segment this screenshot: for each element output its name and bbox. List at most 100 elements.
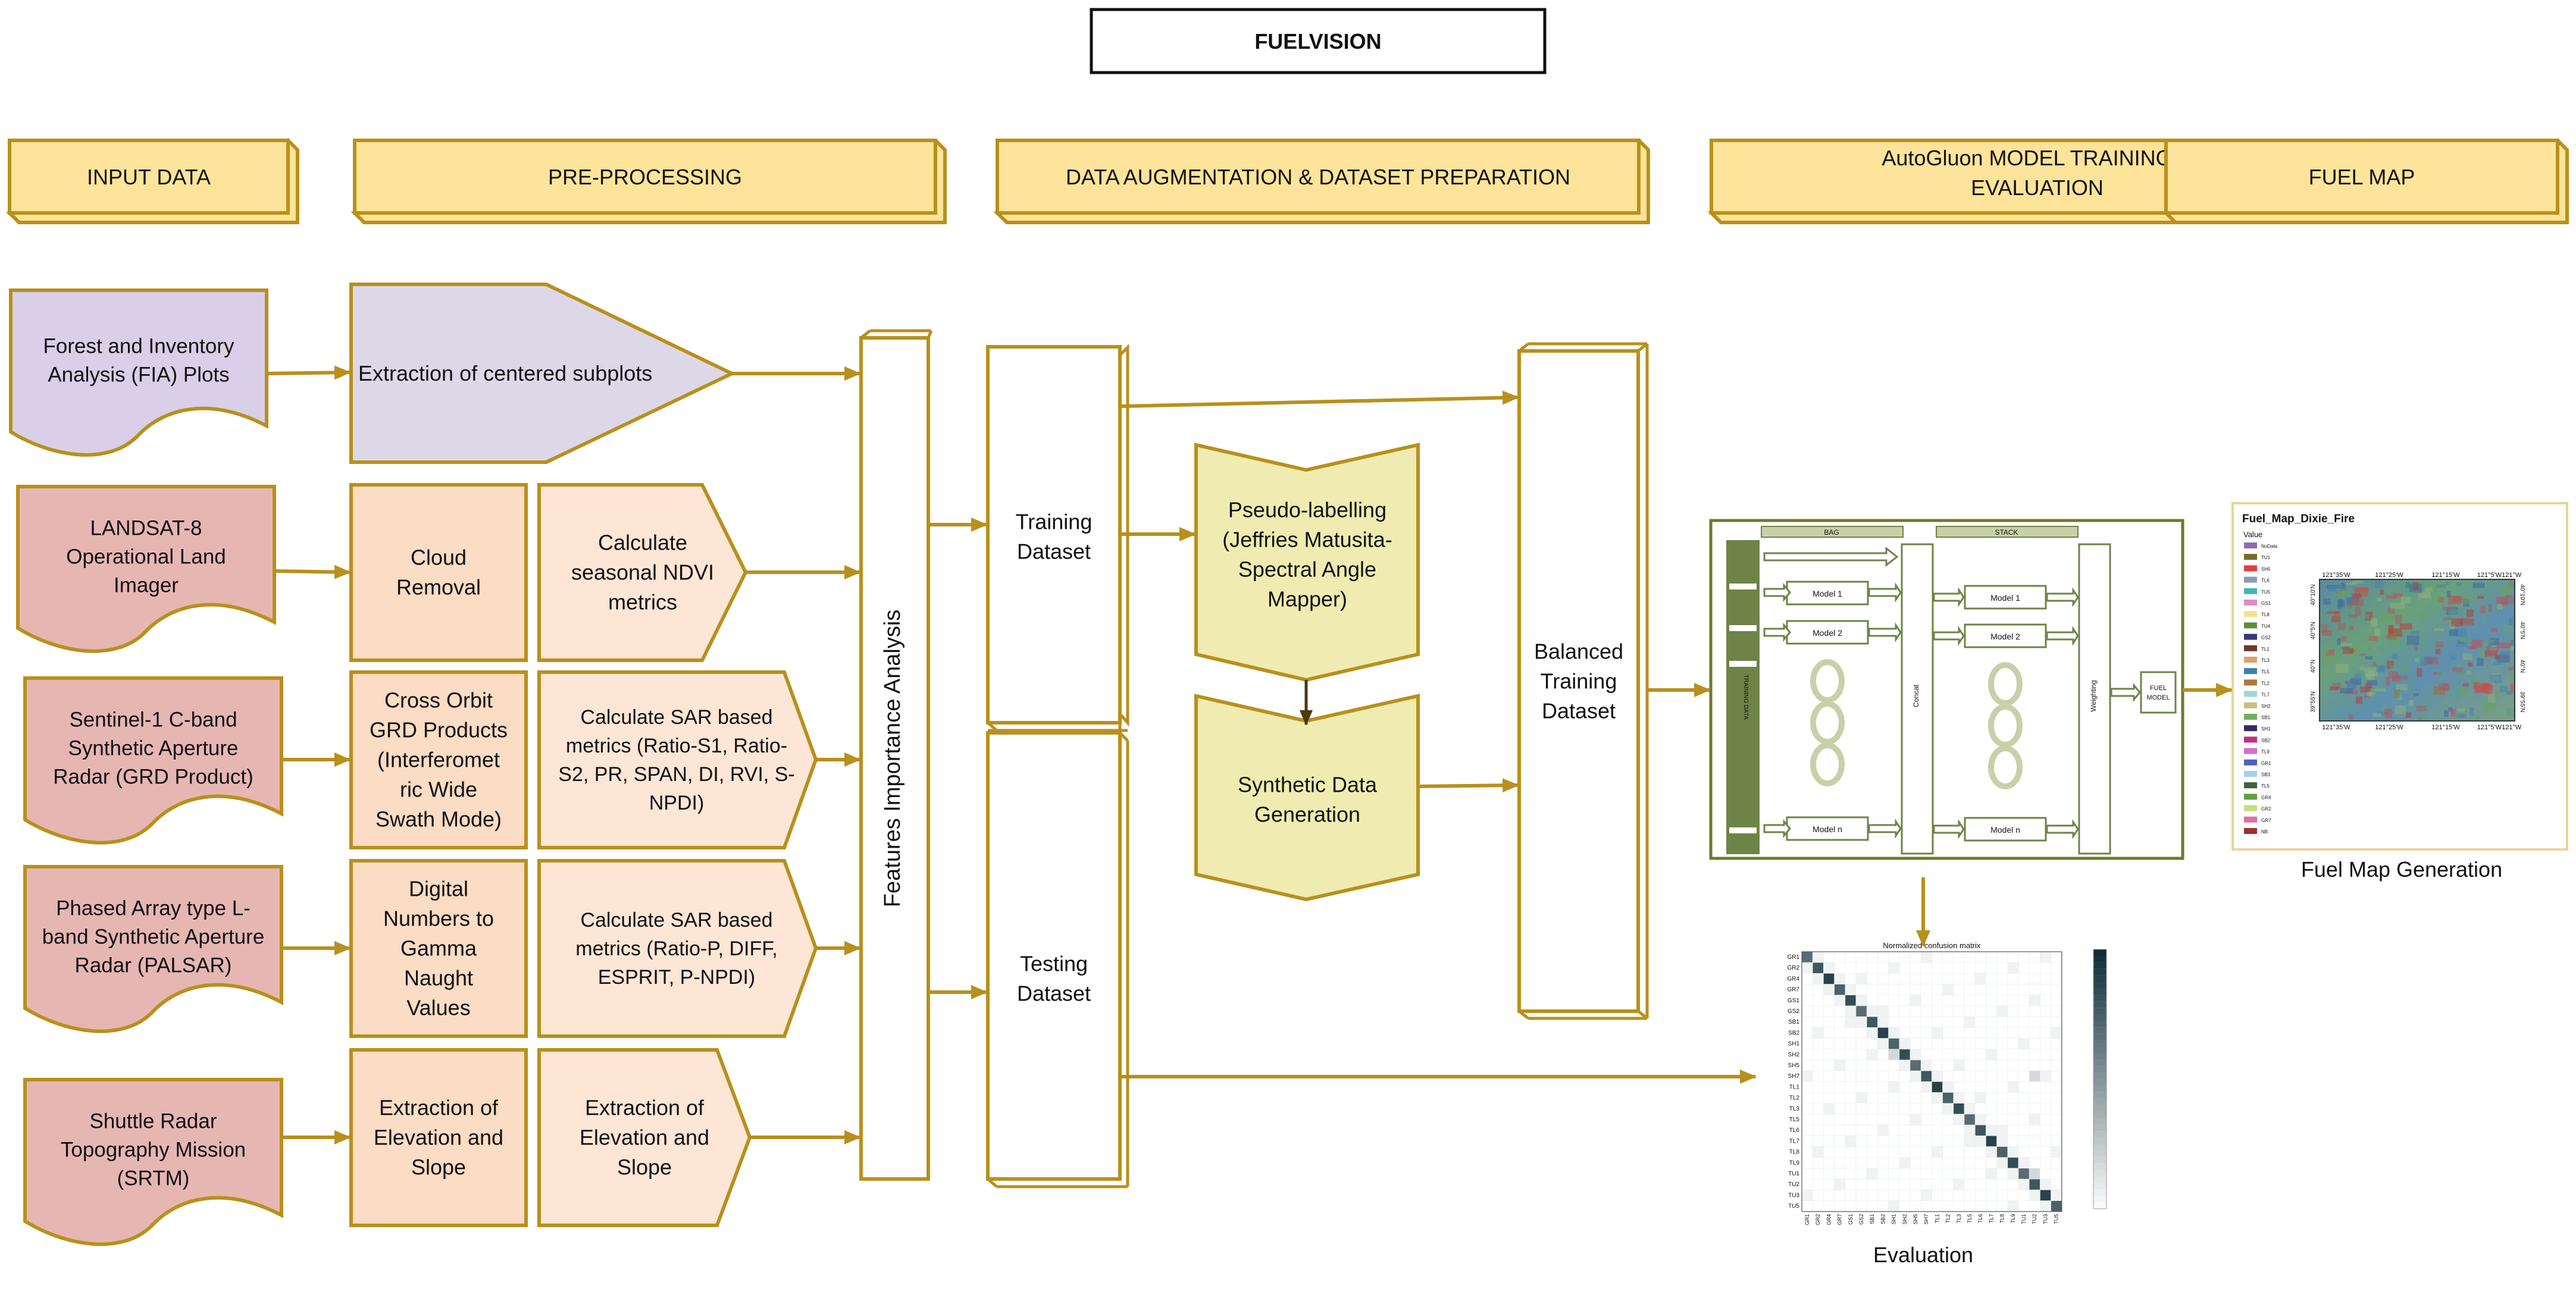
legend-label: NoData: [2261, 544, 2278, 549]
cm-cell: [1899, 1200, 1911, 1212]
cm-cell: [2018, 1200, 2030, 1212]
cm-cell: [1888, 1146, 1900, 1158]
cm-cell: [1964, 962, 1976, 974]
cm-cell: [1801, 951, 1813, 963]
cm-cell: [2007, 1124, 2019, 1136]
cm-cell: [1855, 1027, 1867, 1039]
map-texture: [2326, 649, 2335, 656]
gamma-naught-label-line-1: Digital: [409, 877, 468, 901]
cm-cell: [1823, 1114, 1835, 1125]
cm-colorbar-segment: [2093, 1040, 2107, 1047]
cm-cell: [1899, 973, 1911, 984]
map-texture: [2406, 635, 2420, 645]
cm-cell: [1855, 995, 1867, 1006]
cm-cell: [2007, 1146, 2019, 1158]
arrow-fia-to-extract: [266, 365, 351, 380]
cm-cell: [1823, 1200, 1835, 1212]
map-texture: [2490, 674, 2502, 683]
cm-cell: [1920, 1114, 1932, 1125]
cm-cell: [1823, 1168, 1835, 1180]
map-texture: [2434, 628, 2444, 632]
cm-cell: [1899, 1027, 1911, 1039]
gamma-naught-label-line-3: Gamma: [400, 936, 477, 961]
cm-cell: [1974, 1070, 1986, 1082]
cm-cell: [1845, 1081, 1857, 1093]
cm-cell: [1845, 1016, 1857, 1028]
cm-cell: [1823, 1016, 1835, 1028]
map-texture: [2472, 678, 2479, 685]
cm-cell: [1953, 1178, 1965, 1190]
svg-text:Model 2: Model 2: [1813, 628, 1842, 638]
cm-cell: [1899, 1081, 1911, 1093]
map-texture: [2362, 597, 2370, 607]
cm-cell: [1834, 951, 1846, 963]
map-texture: [2374, 628, 2381, 636]
cm-cell: [1910, 1168, 1921, 1180]
input-palsar: Phased Array type L-band Synthetic Apert…: [23, 865, 283, 1033]
cm-cell: [1964, 1136, 1976, 1147]
cm-cell: [1801, 1081, 1813, 1093]
cm-cell: [1845, 1038, 1857, 1050]
cm-row-label: SH7: [1788, 1073, 1800, 1080]
cm-cell: [1910, 1027, 1921, 1039]
cm-cell: [1888, 1092, 1900, 1104]
cm-cell: [1845, 973, 1857, 984]
header-autogluon-training-label-1: AutoGluon MODEL TRAINING &: [1882, 146, 2192, 170]
cm-cell: [1877, 1070, 1889, 1082]
map-texture: [2511, 639, 2514, 647]
map-texture: [2447, 707, 2453, 711]
cm-row-label: TU2: [1788, 1181, 1799, 1188]
cm-cell: [1974, 1049, 1986, 1061]
map-texture: [2500, 651, 2510, 660]
legend-swatch: [2244, 542, 2257, 548]
cm-cell: [1996, 962, 2008, 974]
cm-cell: [1845, 1070, 1857, 1082]
cm-cell: [2029, 984, 2040, 996]
map-texture: [2377, 711, 2389, 715]
cm-cell: [2040, 1124, 2051, 1136]
cm-cell: [1920, 1124, 1932, 1136]
map-texture: [2477, 595, 2484, 599]
cm-cell: [1920, 1070, 1932, 1082]
cm-cell: [1964, 1059, 1976, 1071]
sar-p-metrics-label-line-3: ESPRIT, P-NPDI): [598, 966, 755, 989]
cm-cell: [1953, 1081, 1965, 1093]
map-texture: [2416, 705, 2427, 711]
cm-row-label: TL3: [1789, 1106, 1800, 1112]
cm-cell: [1845, 951, 1857, 963]
cm-cell: [1920, 1081, 1932, 1093]
cm-cell: [1801, 1016, 1813, 1028]
cm-colorbar-segment: [2093, 1053, 2107, 1060]
confusion-matrix: Normalized confusion matrixGR1GR1GR2GR2G…: [1787, 941, 2107, 1225]
cm-cell: [2029, 1005, 2040, 1017]
cm-cell: [1964, 1124, 1976, 1136]
cm-cell: [1834, 1027, 1846, 1039]
pseudo-labelling-shape: [1194, 443, 1420, 682]
cm-cell: [1953, 1103, 1965, 1115]
features-importance-box: Features Importance Analysis: [859, 329, 933, 1181]
balanced-training-dataset-label-line-1: Balanced: [1534, 639, 1623, 664]
map-texture: [2339, 688, 2353, 694]
cm-cell: [1920, 962, 1932, 974]
legend-label: TL3: [2261, 658, 2270, 663]
cm-colorbar-segment: [2093, 1008, 2107, 1015]
map-texture: [2436, 584, 2446, 588]
cm-cell: [1920, 1178, 1932, 1190]
map-texture: [2349, 626, 2354, 631]
cm-cell: [1888, 1038, 1900, 1050]
cm-cell: [1812, 1027, 1824, 1039]
cm-cell: [1899, 1005, 1911, 1017]
cm-cell: [1888, 973, 1900, 984]
cm-cell: [1823, 951, 1835, 963]
map-texture: [2328, 585, 2342, 592]
sar-p-metrics-label-line-1: Calculate SAR based: [580, 909, 772, 932]
cm-cell: [1910, 1114, 1921, 1125]
cm-cell: [1812, 1103, 1824, 1115]
map-texture: [2372, 662, 2377, 666]
cm-cell: [2029, 1016, 2040, 1028]
cm-cell: [1812, 1178, 1824, 1190]
cm-cell: [2051, 1168, 2062, 1180]
cm-cell: [2040, 951, 2051, 963]
